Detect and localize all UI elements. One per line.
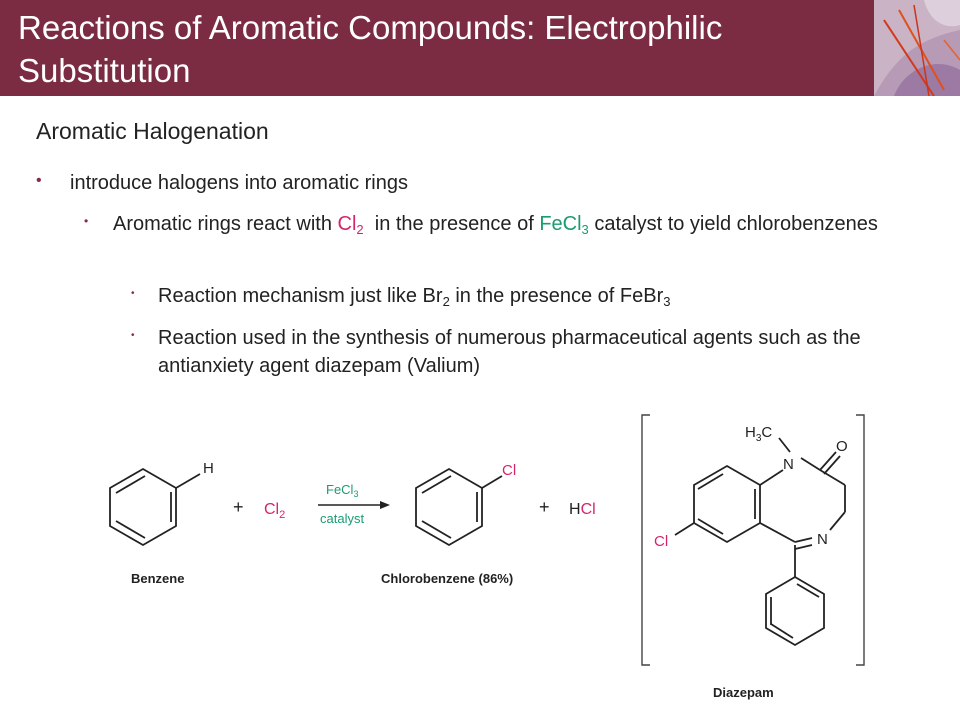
chlorobenzene-structure xyxy=(415,467,503,547)
slide-title: Reactions of Aromatic Compounds: Electro… xyxy=(18,9,723,89)
bullet-item: introduce halogens into aromatic rings xyxy=(70,172,408,194)
diazepam-structure xyxy=(674,437,846,647)
plus-sign: + xyxy=(539,497,550,517)
bullet-item: Reaction mechanism just like Br2 in the … xyxy=(158,285,671,309)
plus-sign: + xyxy=(233,497,244,517)
carbonyl-oxygen: O xyxy=(836,438,848,455)
title-bar: Reactions of Aromatic Compounds: Electro… xyxy=(0,0,960,96)
hcl-product: HCl xyxy=(569,501,596,518)
diazepam-brackets xyxy=(641,414,865,666)
bullet-item: Reaction used in the synthesis of numero… xyxy=(158,327,861,377)
bullet-item: Aromatic rings react with Cl2 in the pre… xyxy=(113,213,878,237)
methyl-label: H3C xyxy=(745,424,772,444)
amide-nitrogen: N xyxy=(783,456,794,473)
diazepam-caption: Diazepam xyxy=(713,685,774,700)
chlorine-substituent: Cl xyxy=(502,462,516,479)
chlorobenzene-caption: Chlorobenzene (86%) xyxy=(381,571,513,586)
hydrogen-label: H xyxy=(203,460,214,477)
benzene-caption: Benzene xyxy=(131,571,184,586)
chlorine-substituent: Cl xyxy=(654,533,668,550)
bullet-dot: • xyxy=(131,288,135,299)
reaction-arrow xyxy=(318,501,390,509)
chlorine-reagent: Cl2 xyxy=(264,501,285,521)
bullet-dot: • xyxy=(131,330,135,341)
benzene-structure xyxy=(109,467,201,547)
imine-nitrogen: N xyxy=(817,531,828,548)
bullet-dot: • xyxy=(36,172,42,189)
catalyst-word: catalyst xyxy=(320,511,364,526)
bullet-dot: • xyxy=(84,214,89,228)
saffron-flower-image xyxy=(874,0,960,96)
catalyst-label: FeCl3 xyxy=(326,482,358,499)
section-heading: Aromatic Halogenation xyxy=(36,118,269,144)
